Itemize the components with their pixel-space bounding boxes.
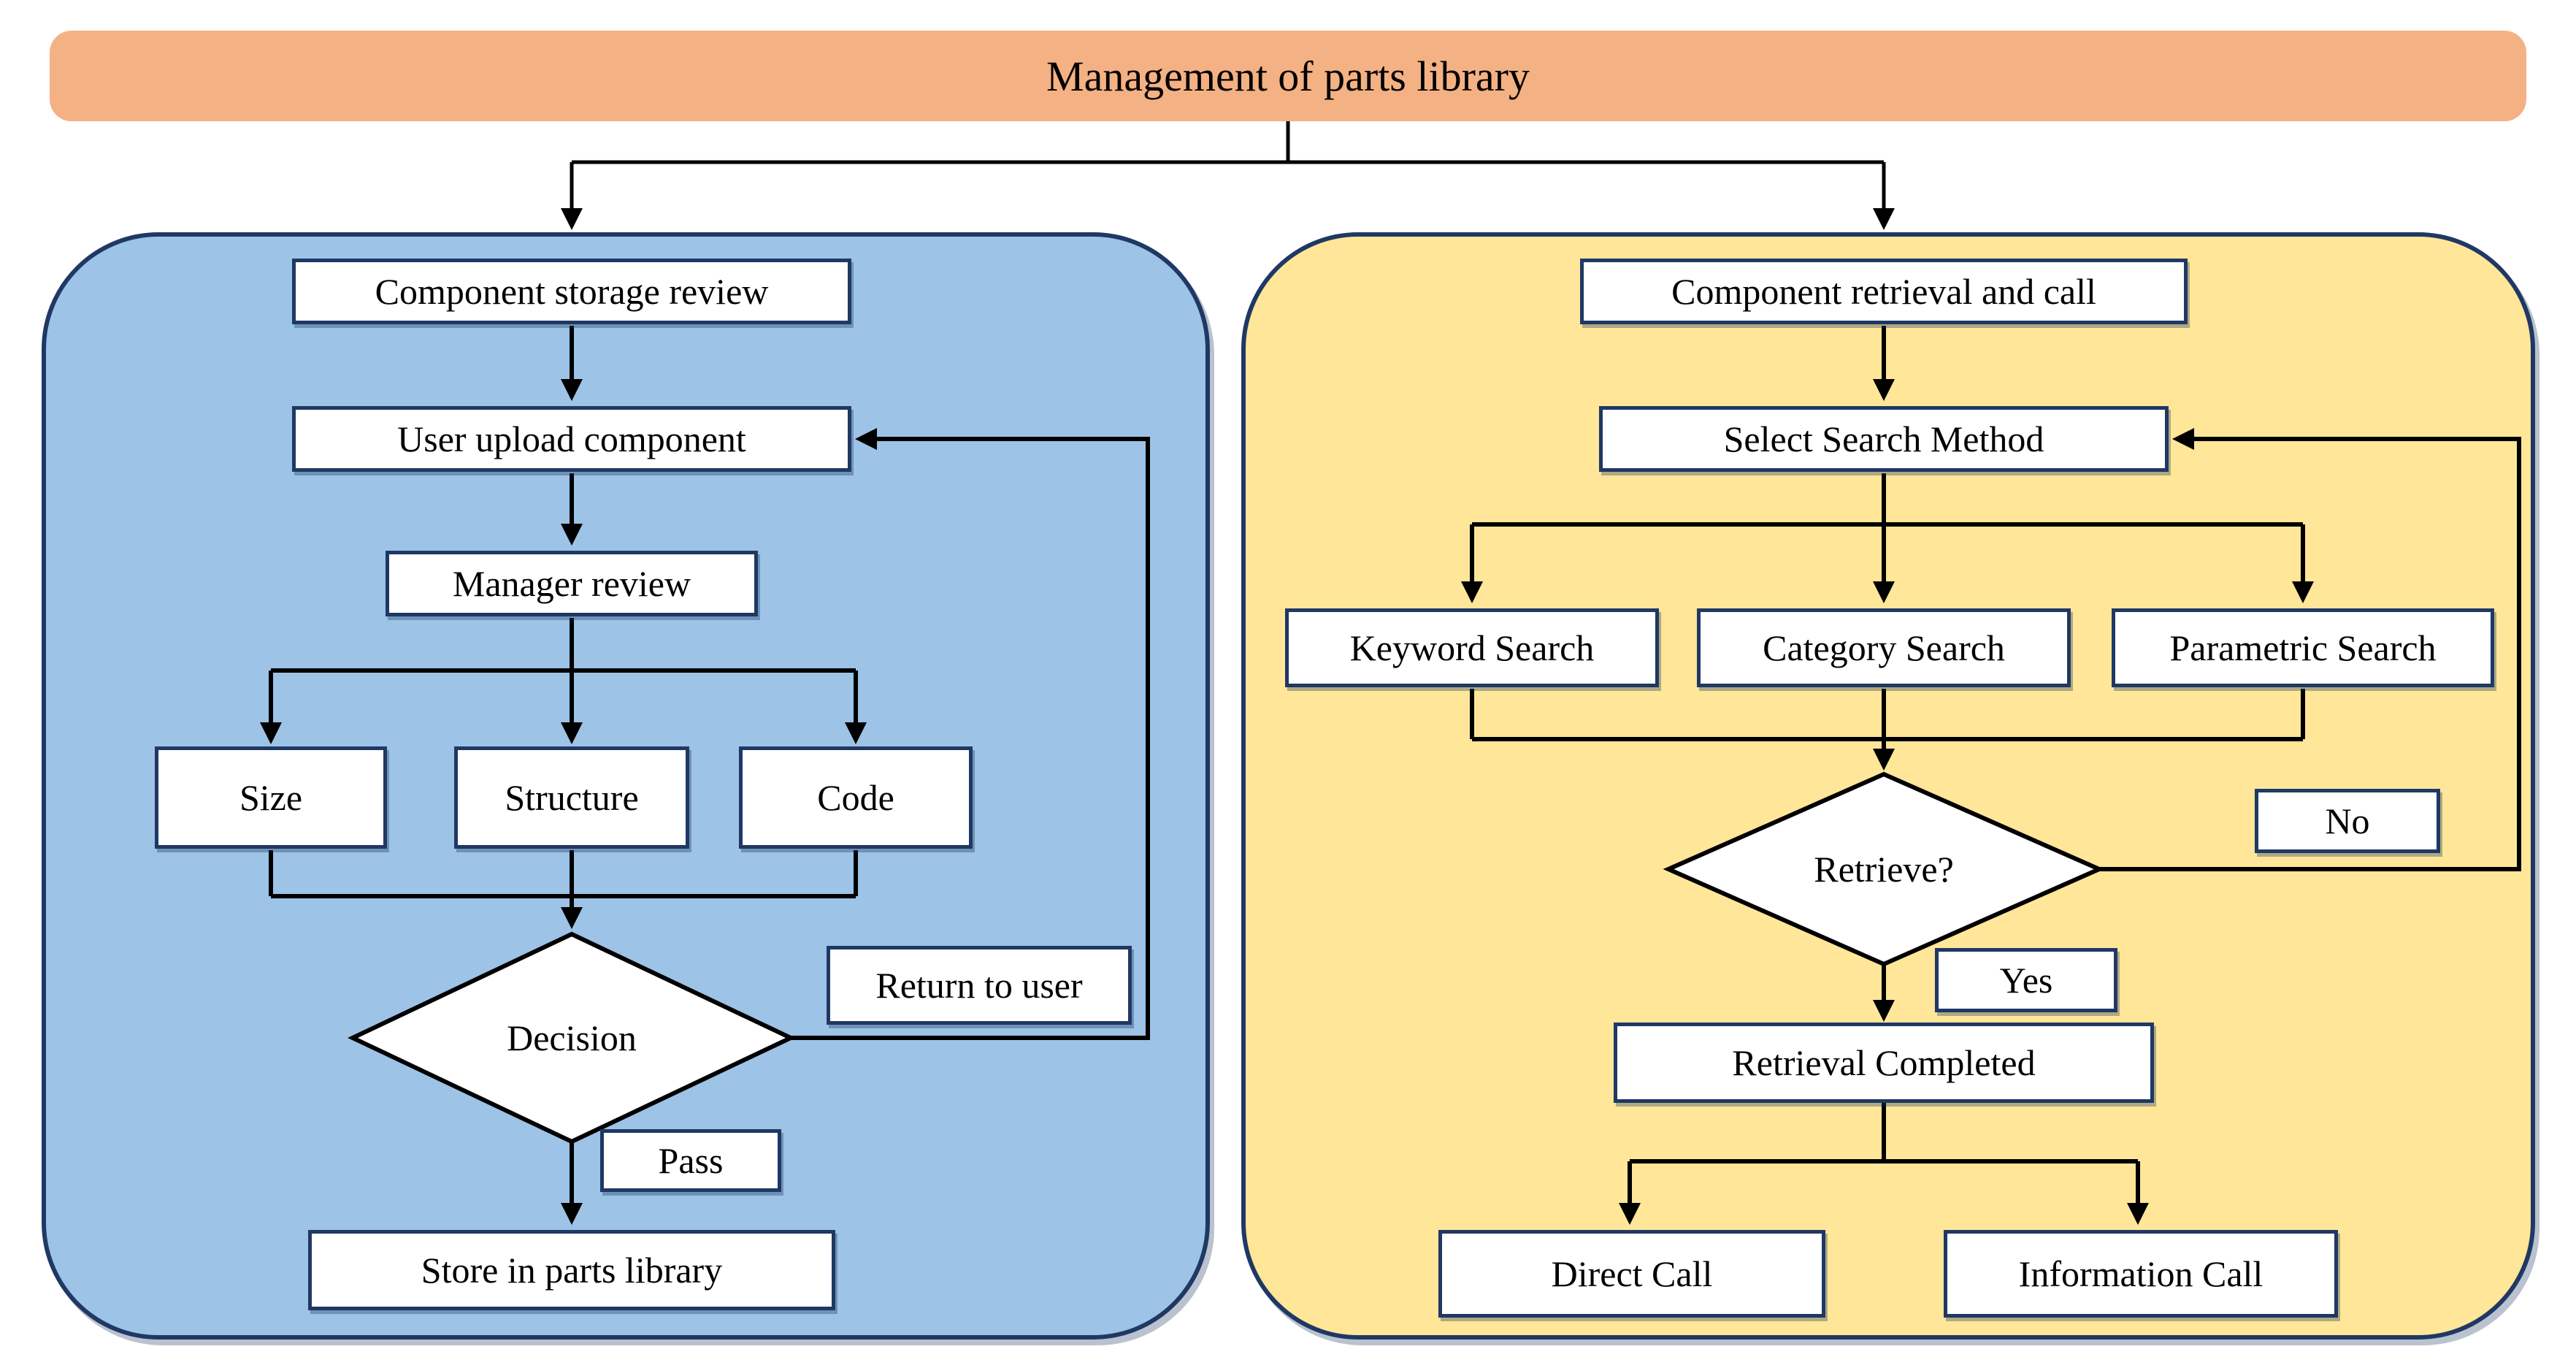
node-store-in-parts-library: Store in parts library (308, 1230, 835, 1310)
node-retrieval-completed: Retrieval Completed (1614, 1023, 2154, 1103)
decision-diamond-label: Decision (507, 1017, 637, 1058)
label-return-to-user: Return to user (827, 946, 1132, 1025)
header-split-connector (561, 121, 1895, 230)
header-title: Management of parts library (50, 31, 2526, 121)
label-yes: Yes (1935, 948, 2117, 1012)
node-structure: Structure (454, 746, 689, 849)
node-direct-call: Direct Call (1438, 1230, 1825, 1318)
node-component-retrieval-and-call: Component retrieval and call (1580, 259, 2188, 324)
node-manager-review: Manager review (386, 551, 758, 616)
retrieve-diamond-label: Retrieve? (1814, 849, 1954, 890)
label-no: No (2255, 789, 2440, 853)
node-parametric-search: Parametric Search (2112, 608, 2494, 687)
node-code: Code (739, 746, 973, 849)
node-information-call: Information Call (1944, 1230, 2338, 1318)
node-component-storage-review: Component storage review (292, 259, 851, 324)
node-keyword-search: Keyword Search (1285, 608, 1659, 687)
node-select-search-method: Select Search Method (1599, 406, 2169, 472)
node-user-upload-component: User upload component (292, 406, 851, 472)
node-category-search: Category Search (1697, 608, 2071, 687)
node-size: Size (155, 746, 387, 849)
label-pass: Pass (600, 1129, 781, 1192)
